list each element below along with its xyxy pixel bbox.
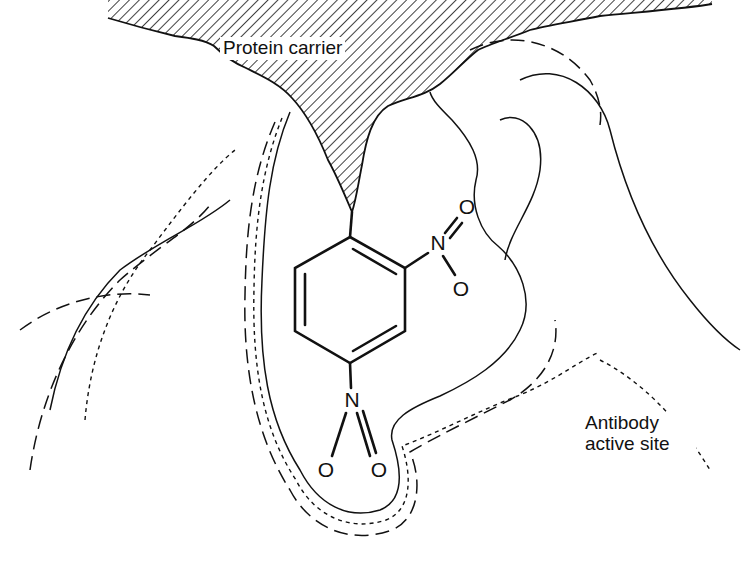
atom-symbol: O xyxy=(458,195,476,218)
protein-carrier xyxy=(108,0,712,212)
atom-symbol: N xyxy=(343,388,360,411)
dinitrophenyl-group xyxy=(295,212,462,456)
atom-symbol: O xyxy=(317,458,335,481)
carrier-surface xyxy=(108,4,712,212)
active-site-contours-dotted xyxy=(85,118,710,524)
active-site-contours xyxy=(50,74,740,513)
region-label: Protein carrier xyxy=(220,37,345,60)
atom-symbol: O xyxy=(452,277,470,300)
atom-symbol: N xyxy=(429,231,446,254)
region-label: Antibody active site xyxy=(582,412,696,456)
active-site-contours-dashed xyxy=(20,40,601,535)
atom-symbol: O xyxy=(370,458,388,481)
